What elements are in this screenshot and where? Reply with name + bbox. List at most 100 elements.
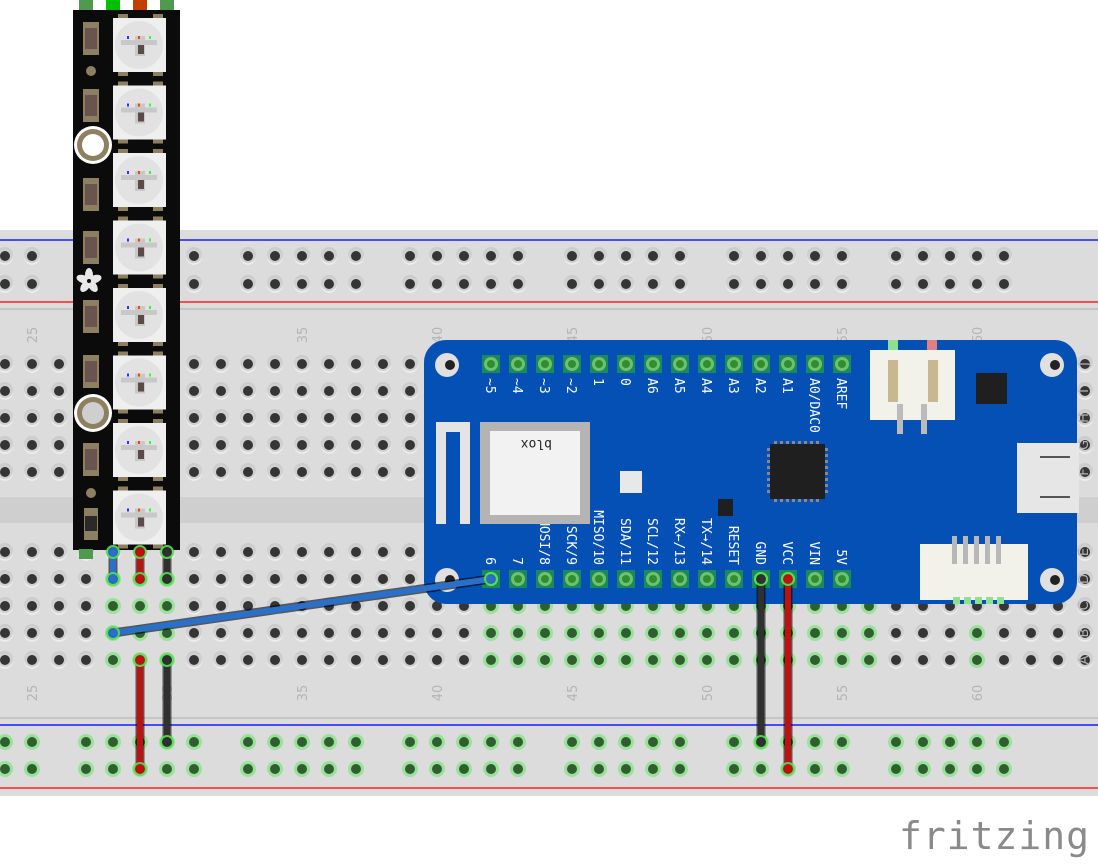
bottom-rail-hole[interactable] (159, 761, 175, 777)
top-rail-hole[interactable] (618, 275, 634, 293)
bottom-rail-hole[interactable] (78, 761, 94, 777)
bottom-rail-hole[interactable] (969, 734, 985, 750)
terminal-hole[interactable] (348, 463, 364, 481)
bottom-rail-hole[interactable] (969, 761, 985, 777)
terminal-hole[interactable] (834, 625, 850, 641)
wire-end[interactable] (133, 653, 147, 667)
bottom-rail-hole[interactable] (915, 734, 931, 750)
terminal-hole[interactable] (213, 409, 229, 427)
top-rail-hole[interactable] (591, 275, 607, 293)
terminal-hole[interactable] (105, 652, 121, 668)
strip-top-pin[interactable] (160, 0, 174, 11)
terminal-hole[interactable] (888, 651, 904, 669)
terminal-hole[interactable] (402, 570, 418, 588)
bottom-rail-hole[interactable] (807, 761, 823, 777)
terminal-hole[interactable] (969, 625, 985, 641)
bottom-rail-hole[interactable] (24, 761, 40, 777)
terminal-hole[interactable] (321, 355, 337, 373)
terminal-hole[interactable] (888, 624, 904, 642)
top-rail-hole[interactable] (834, 247, 850, 265)
bottom-rail-hole[interactable] (402, 761, 418, 777)
bottom-rail-hole[interactable] (645, 761, 661, 777)
top-rail-hole[interactable] (672, 275, 688, 293)
ground-wire-strip[interactable] (160, 653, 174, 749)
terminal-hole[interactable] (0, 651, 13, 669)
top-rail-hole[interactable] (240, 247, 256, 265)
terminal-hole[interactable] (726, 652, 742, 668)
terminal-hole[interactable] (294, 436, 310, 454)
terminal-hole[interactable] (51, 355, 67, 373)
wire-end[interactable] (754, 735, 768, 749)
power-wire-board[interactable] (781, 572, 795, 776)
terminal-hole[interactable] (51, 624, 67, 642)
top-rail-hole[interactable] (429, 275, 445, 293)
terminal-hole[interactable] (213, 624, 229, 642)
bottom-rail-hole[interactable] (510, 761, 526, 777)
terminal-hole[interactable] (294, 409, 310, 427)
terminal-hole[interactable] (645, 625, 661, 641)
terminal-hole[interactable] (0, 624, 13, 642)
terminal-hole[interactable] (348, 624, 364, 642)
terminal-hole[interactable] (348, 436, 364, 454)
terminal-hole[interactable] (213, 651, 229, 669)
terminal-hole[interactable] (159, 598, 175, 614)
top-rail-hole[interactable] (645, 275, 661, 293)
top-rail-hole[interactable] (969, 275, 985, 293)
terminal-hole[interactable] (1077, 597, 1093, 615)
bottom-rail-hole[interactable] (267, 734, 283, 750)
terminal-hole[interactable] (591, 625, 607, 641)
terminal-hole[interactable] (429, 624, 445, 642)
terminal-hole[interactable] (0, 543, 13, 561)
terminal-hole[interactable] (51, 597, 67, 615)
bottom-rail-hole[interactable] (24, 734, 40, 750)
top-rail-hole[interactable] (510, 275, 526, 293)
terminal-hole[interactable] (321, 382, 337, 400)
terminal-hole[interactable] (375, 436, 391, 454)
terminal-hole[interactable] (51, 463, 67, 481)
top-rail-hole[interactable] (267, 275, 283, 293)
terminal-hole[interactable] (942, 624, 958, 642)
top-rail-hole[interactable] (807, 247, 823, 265)
terminal-hole[interactable] (213, 382, 229, 400)
top-rail-hole[interactable] (483, 247, 499, 265)
terminal-hole[interactable] (78, 570, 94, 588)
bottom-rail-hole[interactable] (942, 761, 958, 777)
bottom-rail-hole[interactable] (0, 761, 13, 777)
bottom-rail-hole[interactable] (321, 734, 337, 750)
terminal-hole[interactable] (1077, 624, 1093, 642)
top-rail-hole[interactable] (294, 275, 310, 293)
neopixel-led[interactable] (113, 486, 166, 549)
terminal-hole[interactable] (402, 436, 418, 454)
terminal-hole[interactable] (375, 651, 391, 669)
bottom-rail-hole[interactable] (753, 761, 769, 777)
top-rail-hole[interactable] (294, 247, 310, 265)
top-rail-hole[interactable] (753, 247, 769, 265)
wire-end[interactable] (160, 545, 174, 559)
terminal-hole[interactable] (24, 409, 40, 427)
terminal-hole[interactable] (24, 463, 40, 481)
bottom-rail-hole[interactable] (834, 761, 850, 777)
terminal-hole[interactable] (186, 463, 202, 481)
wire-end[interactable] (160, 653, 174, 667)
bottom-rail-hole[interactable] (591, 734, 607, 750)
bottom-rail-hole[interactable] (618, 734, 634, 750)
bottom-rail-hole[interactable] (564, 734, 580, 750)
terminal-hole[interactable] (348, 570, 364, 588)
wire-end[interactable] (106, 626, 120, 640)
terminal-hole[interactable] (213, 597, 229, 615)
bottom-rail-hole[interactable] (0, 734, 13, 750)
top-rail-hole[interactable] (321, 275, 337, 293)
terminal-hole[interactable] (213, 543, 229, 561)
bottom-rail-hole[interactable] (888, 761, 904, 777)
terminal-hole[interactable] (1077, 570, 1093, 588)
terminal-hole[interactable] (321, 624, 337, 642)
neopixel-led[interactable] (113, 216, 166, 279)
terminal-hole[interactable] (375, 624, 391, 642)
bottom-rail-hole[interactable] (483, 761, 499, 777)
terminal-hole[interactable] (51, 543, 67, 561)
terminal-hole[interactable] (510, 625, 526, 641)
terminal-hole[interactable] (0, 409, 13, 427)
terminal-hole[interactable] (186, 651, 202, 669)
terminal-hole[interactable] (240, 543, 256, 561)
